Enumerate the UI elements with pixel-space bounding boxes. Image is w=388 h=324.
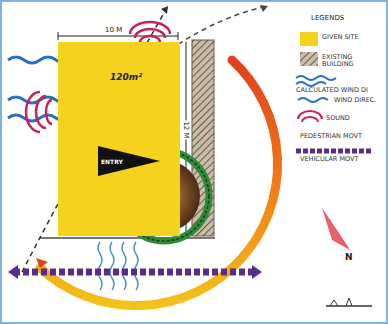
legend-text: VEHICULAR MOVT [300, 156, 382, 163]
north-label: N [344, 252, 354, 262]
legend-text: CALCULATED WIND DI [296, 87, 382, 94]
legend-text: GIVEN SITE [322, 34, 382, 41]
legend-swatch [300, 32, 318, 46]
legend-text: EXISTING BUILDING [322, 54, 382, 68]
area-label: 120m² [110, 72, 142, 82]
legend-text: PEDESTRIAN MOVT [300, 133, 382, 140]
entry-arrow: ENTRY [98, 146, 160, 176]
dimension-label: 12 M [182, 120, 190, 139]
legend-text: WIND DIREC. [334, 97, 382, 104]
legend-title: LEGENDS [310, 14, 345, 22]
dimension-label: 10 M [104, 26, 123, 34]
site-area: 120m² ENTRY [58, 42, 180, 236]
legend-text: SOUND [326, 115, 382, 122]
entry-label: ENTRY [101, 158, 123, 165]
